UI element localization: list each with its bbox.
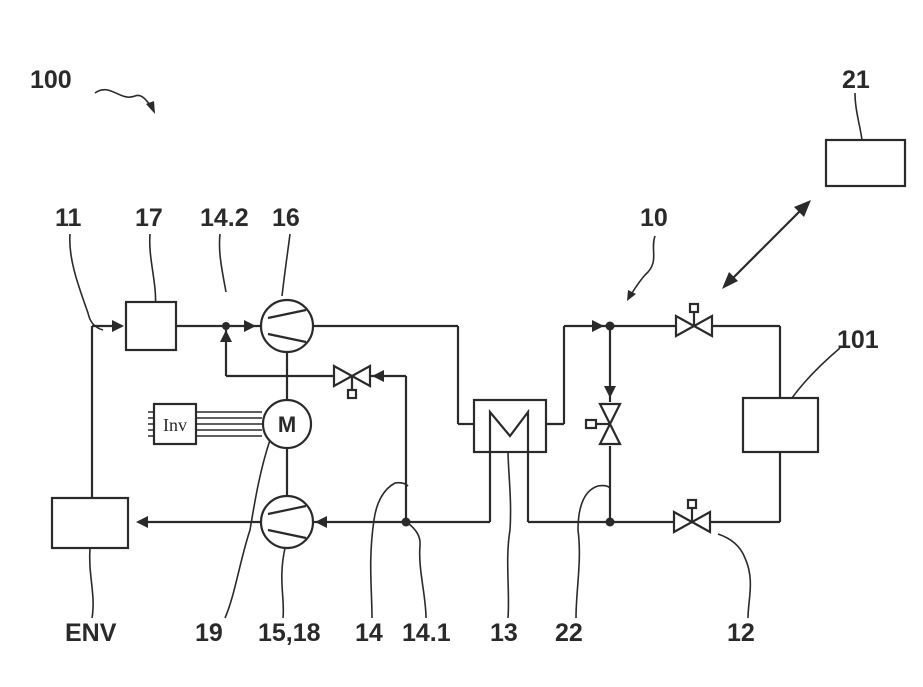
label-13: 13 (490, 619, 518, 647)
consumer-box-101 (743, 398, 818, 452)
label-14-2: 14.2 (200, 204, 249, 232)
motor-icon: M (263, 400, 311, 448)
env-box (52, 498, 128, 548)
lower-valve-icon (674, 500, 710, 532)
communication-arrow (722, 200, 811, 289)
compressor-16-icon (261, 300, 313, 352)
leader-lines (70, 90, 862, 618)
label-14-1: 14.1 (402, 619, 451, 647)
inverter-label: Inv (163, 415, 187, 435)
inverter-box: Inv (154, 404, 196, 444)
expansion-valve-icon (586, 404, 620, 444)
bypass-valve-icon (334, 366, 370, 398)
label-22: 22 (555, 619, 583, 647)
label-100: 100 (30, 66, 72, 94)
controller-box (826, 140, 905, 186)
label-env: ENV (65, 619, 117, 647)
label-21: 21 (842, 66, 870, 94)
label-14: 14 (355, 619, 383, 647)
label-19: 19 (195, 619, 223, 647)
label-17: 17 (135, 204, 163, 232)
label-15-18: 15,18 (258, 619, 321, 647)
heat-exchanger-icon (474, 400, 546, 452)
label-11: 11 (55, 204, 82, 232)
upper-valve-icon (676, 304, 712, 336)
label-12: 12 (727, 619, 755, 647)
label-101: 101 (837, 326, 879, 354)
compressor-15-icon (261, 496, 313, 548)
component-box-17 (126, 302, 176, 350)
label-16: 16 (272, 204, 300, 232)
motor-label: M (278, 412, 296, 437)
label-10: 10 (640, 204, 668, 232)
